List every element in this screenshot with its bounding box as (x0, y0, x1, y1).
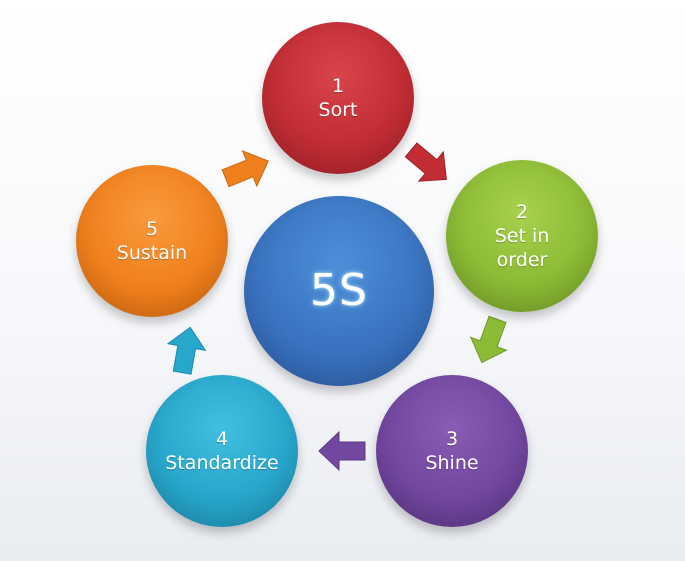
center-circle-5s: 5S (244, 196, 434, 386)
step-label: Standardize (165, 452, 279, 474)
step-number: 2 (515, 201, 529, 223)
step-number: 5 (145, 218, 159, 240)
step-number: 3 (445, 428, 459, 450)
step-circle-standardize: 4 Standardize (146, 375, 298, 527)
step-circle-set-in-order: 2 Set in order (446, 160, 598, 312)
step-circle-sort: 1 Sort (262, 22, 414, 174)
arrow-icon-shine-to-standardize (315, 423, 371, 479)
arrow-icon-sort-to-set-in-order (400, 136, 456, 192)
step-label: Set in order (494, 225, 550, 271)
step-circle-sustain: 5 Sustain (76, 165, 228, 317)
arrow-icon-set-in-order-to-shine (462, 312, 518, 368)
step-label: Shine (425, 452, 479, 474)
arrow-icon-sustain-to-sort (218, 142, 274, 198)
center-label: 5S (310, 265, 368, 316)
step-circle-shine: 3 Shine (376, 375, 528, 527)
arrow-icon-standardize-to-sustain (158, 323, 214, 379)
step-label: Sort (318, 99, 358, 121)
step-number: 1 (331, 75, 345, 97)
step-number: 4 (215, 428, 229, 450)
step-label: Sustain (116, 242, 188, 264)
